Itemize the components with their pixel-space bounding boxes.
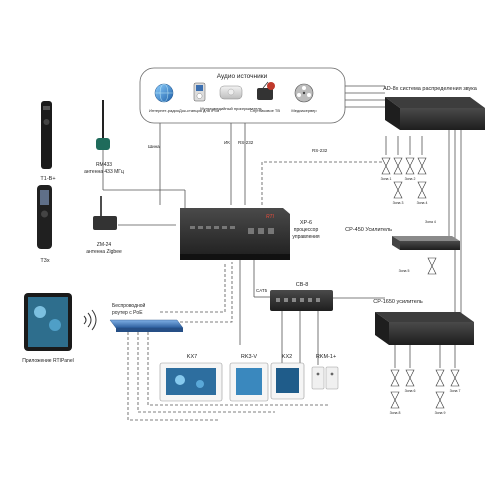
zone-label-ad8x-1: Зона 1 [381,177,392,181]
router-device [109,319,184,332]
ad8x-label: AD-8x система распределения звука [383,86,478,92]
cb8-device [270,290,333,311]
xp6-processor: RTI [180,208,290,260]
ipod-icon [193,82,206,102]
kx7-panel [159,362,223,402]
source-label-ipod-dock: Док-станция для iPod [179,108,219,113]
rk3v-panel [229,362,269,402]
rm433-antenna [96,100,110,150]
rm433-label-desc: антенна 433 МГц [84,169,124,175]
cp1650-speakers [390,369,460,409]
source-label-media-player: Мультимедийный проигрыватель [200,106,262,111]
rk3v-label: RK3-V [241,354,258,360]
source-label-internet-radio: Интернет-радио [149,108,180,113]
kx2-panel [270,362,305,400]
ir-wire-label: ИК [224,140,230,145]
zone-label-cp1650-8: Зона 8 [390,411,401,415]
t1-remote-label: T1-B+ [40,176,55,182]
film-reel-icon [294,83,314,103]
cp1650-device [375,312,474,345]
rs232-wire-label: RS-232 [238,140,254,145]
globe-icon [154,83,174,103]
cp1650-label: CP-1650 усилитель [373,299,423,305]
cat5-wire-label: CAT5 [256,288,268,293]
router-label-line1: Беспроводной [112,302,146,309]
bus-wire-label: Шина [148,144,160,149]
cp450-speakers [427,257,437,275]
zone-label-ad8x-3: Зона 3 [393,201,404,205]
audio-sources-panel: Аудио источники Интернет-радио Док-станц… [139,67,346,124]
cp450-device [392,236,460,250]
satellite-icon [257,81,275,100]
zone-label-cp450-4: Зона 4 [425,220,436,224]
cb8-label: CB-8 [296,282,309,288]
zone-label-cp1650-6: Зона 6 [405,389,416,393]
ad8x-device [385,97,485,130]
rkm1-label: RKM-1+ [316,354,336,360]
zone-label-ad8x-2: Зона 2 [405,177,416,181]
media-player-icon [219,85,243,100]
xp6-label-name: XP-6 [300,220,312,226]
zone-label-cp450-5: Зона 5 [399,269,410,273]
zm24-antenna [93,196,117,230]
xp6-label-line2: процессор [294,227,319,233]
cp450-label: CP-450 Усилитель [345,227,392,233]
zone-label-ad8x-4: Зона 4 [417,201,428,205]
kx7-label: KX7 [187,354,197,360]
source-label-media-server: Медиасервер [291,108,317,113]
ad8x-speakers [381,157,427,199]
zone-label-cp1650-9: Зона 9 [435,411,446,415]
t3x-remote-label: T3x [40,258,49,264]
zm24-label-name: ZM-24 [97,242,112,248]
wiring [102,85,462,421]
t1-remote [41,101,52,169]
rs232-ad8x-label: RS-232 [312,148,328,153]
audio-sources-title: Аудио источники [217,73,268,80]
kx2-label: KX2 [282,354,292,360]
rti-logo-icon: RTI [266,214,275,220]
wifi-icon [83,309,97,331]
rkm1-panels [311,366,339,390]
zm24-label-desc: антенна Zigbee [86,249,122,255]
xp6-label-line3: управления [292,234,320,240]
tablet-device [24,293,72,351]
source-label-satellite-tv: Спутниковое ТВ [250,108,280,113]
rm433-label-name: RM433 [96,162,112,168]
t3x-remote [37,185,52,249]
router-label-line2: роутер с PoE [112,310,143,316]
tablet-label: Приложение RTIPanel [22,358,73,364]
zone-label-cp1650-7: Зона 7 [450,389,461,393]
